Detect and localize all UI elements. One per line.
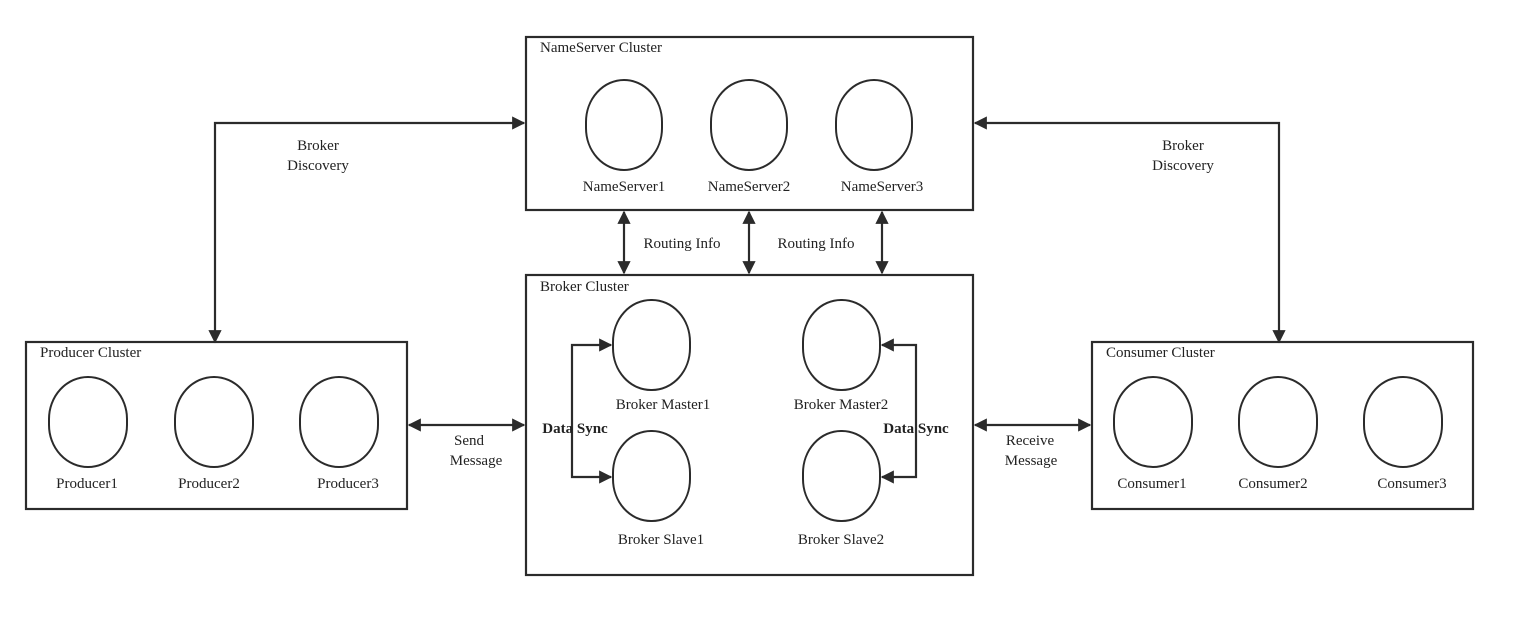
nameserver-node-3: NameServer3 (835, 79, 923, 195)
consumer-node-label: Consumer2 (1238, 476, 1307, 492)
broker-node-label: Broker Master1 (616, 397, 711, 413)
broker-slave-2: Broker Slave2 (798, 430, 884, 548)
broker-discovery-left-label-line1: Broker (297, 138, 339, 154)
routing-info-right-label: Routing Info (777, 236, 854, 252)
nameserver-node-1: NameServer1 (583, 79, 665, 195)
nameserver-node-2: NameServer2 (708, 79, 790, 195)
broker-discovery-right-connector: Broker Discovery (973, 116, 1286, 344)
data-sync-right-arrow (880, 338, 918, 484)
broker-node-shape (612, 299, 691, 391)
consumer-cluster-title: Consumer Cluster (1106, 345, 1215, 361)
consumer-node-label: Consumer3 (1377, 476, 1446, 492)
producer-node-label: Producer1 (56, 476, 118, 492)
nameserver-node-label: NameServer2 (708, 179, 790, 195)
receive-message-label-line1: Receive (1006, 433, 1055, 449)
producer-node-shape (174, 376, 254, 468)
consumer-node-shape (1363, 376, 1443, 468)
nameserver-node-label: NameServer3 (841, 179, 923, 195)
producer-node-2: Producer2 (174, 376, 254, 492)
producer-node-label: Producer2 (178, 476, 240, 492)
nameserver-node-label: NameServer1 (583, 179, 665, 195)
producer-cluster: Producer Cluster Producer1 Producer2 Pro… (24, 340, 409, 511)
nameserver-cluster-title: NameServer Cluster (540, 40, 662, 56)
send-message-label-line2: Message (450, 453, 503, 469)
consumer-node-shape (1238, 376, 1318, 468)
consumer-node-2: Consumer2 (1238, 376, 1318, 492)
receive-message-connector: Receive Message (973, 418, 1092, 469)
nameserver-node-shape (710, 79, 788, 171)
broker-master-2: Broker Master2 (794, 299, 889, 413)
data-sync-right-connector: Data Sync (880, 338, 949, 484)
consumer-node-label: Consumer1 (1117, 476, 1186, 492)
producer-node-3: Producer3 (299, 376, 379, 492)
producer-node-shape (48, 376, 128, 468)
consumer-cluster: Consumer Cluster Consumer1 Consumer2 Con… (1090, 340, 1475, 511)
data-sync-left-arrow (570, 338, 613, 484)
broker-node-shape (612, 430, 691, 522)
nameserver-cluster: NameServer Cluster NameServer1 NameServe… (524, 35, 975, 212)
broker-discovery-right-label-line2: Discovery (1152, 158, 1214, 174)
broker-discovery-left-label-line2: Discovery (287, 158, 349, 174)
send-message-label-line1: Send (454, 433, 485, 449)
nameserver-node-shape (835, 79, 913, 171)
routing-info-connectors: Routing Info Routing Info (617, 210, 889, 275)
broker-node-shape (802, 430, 881, 522)
broker-node-label: Broker Slave2 (798, 532, 884, 548)
nameserver-node-shape (585, 79, 663, 171)
producer-node-1: Producer1 (48, 376, 128, 492)
broker-cluster-title: Broker Cluster (540, 279, 629, 295)
consumer-node-3: Consumer3 (1363, 376, 1447, 492)
send-message-connector: Send Message (407, 418, 526, 469)
broker-node-shape (802, 299, 881, 391)
data-sync-left-connector: Data Sync (542, 338, 613, 484)
data-sync-right-label: Data Sync (883, 421, 949, 437)
broker-discovery-right-label-line1: Broker (1162, 138, 1204, 154)
data-sync-left-label: Data Sync (542, 421, 608, 437)
broker-discovery-left-arrow (208, 116, 526, 344)
consumer-node-shape (1113, 376, 1193, 468)
producer-node-label: Producer3 (317, 476, 379, 492)
broker-slave-1: Broker Slave1 (612, 430, 704, 548)
consumer-node-1: Consumer1 (1113, 376, 1193, 492)
broker-node-label: Broker Master2 (794, 397, 889, 413)
broker-discovery-left-connector: Broker Discovery (208, 116, 526, 344)
receive-message-label-line2: Message (1005, 453, 1058, 469)
broker-master-1: Broker Master1 (612, 299, 711, 413)
broker-discovery-right-arrow (973, 116, 1286, 344)
producer-cluster-title: Producer Cluster (40, 345, 141, 361)
broker-node-label: Broker Slave1 (618, 532, 704, 548)
producer-node-shape (299, 376, 379, 468)
routing-info-left-label: Routing Info (643, 236, 720, 252)
